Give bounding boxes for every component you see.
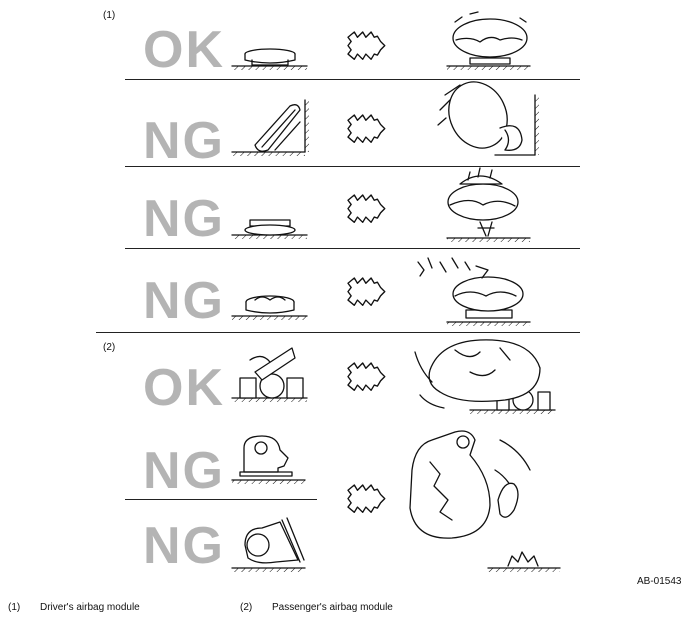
- passenger-airbag-launched-icon: [409, 430, 561, 572]
- section-divider: [96, 332, 580, 333]
- verdict-d2: NG: [143, 112, 225, 170]
- passenger-module-upright-correct-icon: [231, 347, 308, 402]
- legend-1-num: (1): [8, 602, 21, 613]
- verdict-p3: NG: [143, 517, 225, 575]
- section-1-label: (1): [103, 10, 116, 21]
- passenger-airbag-deployed-upward-icon: [414, 339, 556, 414]
- legend-1-text: Driver's airbag module: [40, 602, 140, 613]
- row-divider: [125, 248, 580, 249]
- airbag-throwing-object-icon: [417, 257, 531, 326]
- airbag-launched-upward-icon: [446, 167, 531, 242]
- row-divider: [125, 166, 580, 167]
- section-2-label: (2): [103, 342, 116, 353]
- arrow-icon: [347, 484, 386, 513]
- driver-module-object-on-top-icon: [231, 295, 308, 320]
- verdict-p1: OK: [143, 359, 225, 417]
- passenger-module-face-down-icon: [231, 435, 306, 484]
- row-divider: [125, 499, 317, 500]
- row-divider: [125, 79, 580, 80]
- legend-2-text: Passenger's airbag module: [272, 602, 393, 613]
- verdict-p2: NG: [143, 442, 225, 500]
- driver-module-upside-down-icon: [231, 219, 308, 239]
- passenger-module-on-side-icon: [231, 517, 306, 572]
- arrow-icon: [347, 114, 386, 143]
- verdict-d4: NG: [143, 272, 225, 330]
- verdict-d1: OK: [143, 21, 225, 79]
- verdict-d3: NG: [143, 190, 225, 248]
- airbag-deployed-upward-icon: [446, 11, 531, 70]
- driver-module-leaning-wall-icon: [231, 99, 309, 156]
- arrow-icon: [347, 194, 386, 223]
- arrow-icon: [347, 362, 386, 391]
- legend-2-num: (2): [240, 602, 253, 613]
- document-id: AB-01543: [637, 576, 682, 587]
- driver-module-flat-correct-icon: [231, 48, 308, 70]
- airbag-deployed-toward-person-icon: [437, 81, 539, 156]
- arrow-icon: [347, 277, 386, 306]
- arrow-icon: [347, 31, 386, 60]
